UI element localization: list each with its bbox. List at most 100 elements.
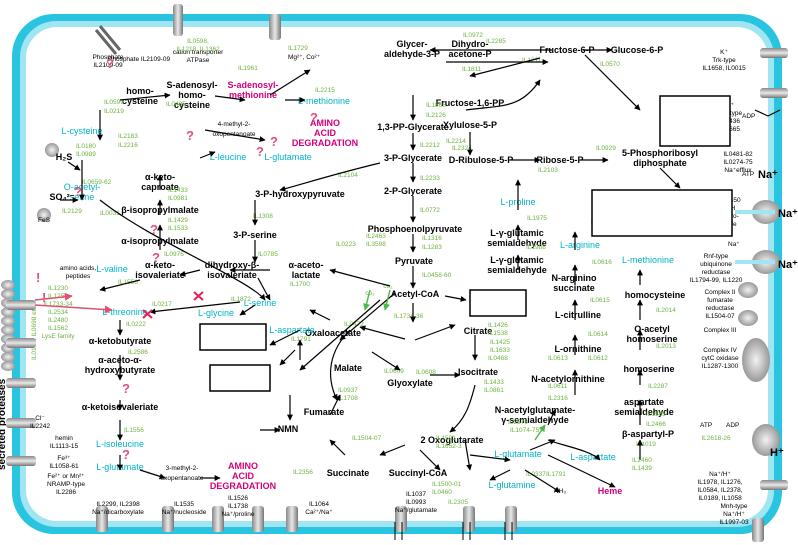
gene-label-g47: IL1872 xyxy=(231,296,251,303)
na-out-1: Na⁺ xyxy=(758,169,778,181)
compound-l-glutamate-bottom: L-glutamate xyxy=(494,449,542,459)
gene-label-g52: IL1426 xyxy=(488,322,508,329)
na-out-rnf: Na⁺ xyxy=(778,259,798,271)
compound-dihydroxyacetone-p: Dihydro-acetone-P xyxy=(448,39,491,59)
question-mark-7: ? xyxy=(122,381,130,396)
compound-pp-glycerate: 1,3-PP-Glycerate xyxy=(377,122,449,132)
compound-l-aspartate2: L-aspartate xyxy=(570,452,616,462)
compound-homocysteine: homo-cysteine xyxy=(122,86,158,106)
gene-label-g78: IL0616 xyxy=(592,259,612,266)
compound-l-citrulline: L-citrulline xyxy=(555,310,601,320)
gene-label-g14: IL2104 xyxy=(338,172,358,179)
compound-p3-hydroxypyruvate: 3-P-hydroxypyruvate xyxy=(255,189,345,199)
gene-label-g6: IL1865 xyxy=(426,102,446,109)
gene-label-g7: IL2126 xyxy=(426,112,446,119)
gene-label-g70: IL0337 xyxy=(526,471,546,478)
compound-pep: Phosphoenolpyruvate xyxy=(368,224,463,234)
compound-oxoglutarate: 2 Oxoglutarate xyxy=(420,435,483,445)
gene-label-g9: IL2324 xyxy=(452,145,472,152)
transport-arrows xyxy=(394,109,781,540)
na-out-2: Na⁺ xyxy=(728,241,740,248)
question-mark-8: ? xyxy=(122,447,130,462)
gene-label-g62: IL0861 xyxy=(484,387,504,394)
compound-homoserine: homoserine xyxy=(623,364,674,374)
h-plus: H⁺ xyxy=(770,447,784,459)
aromatic-box xyxy=(659,95,731,147)
question-marks: ??????????!! xyxy=(36,56,318,462)
gene-label-g81: IL0613 xyxy=(548,355,568,362)
gene-label-g46: IL0222 xyxy=(126,321,146,328)
question-mark-0: ? xyxy=(106,56,114,71)
compound-p3-serine: 3-P-serine xyxy=(233,230,277,240)
transporter-icons xyxy=(6,4,788,542)
compound-alpha-ketoisovaleriate: α-keto-isovaleriate xyxy=(135,260,185,280)
gene-label-g48: IL2586 xyxy=(128,349,148,356)
gene-label-g29: IL0599 xyxy=(104,99,124,106)
compound-methyl-oxopentanoate2: 3-methyl-2-oxopentanoate xyxy=(160,465,203,482)
gene-label-g27: IL1961 xyxy=(238,65,258,72)
gene-label-g4: IL0570 xyxy=(600,61,620,68)
compound-citrate: Citrate xyxy=(464,326,493,336)
gene-label-g71: IL1791 xyxy=(546,471,566,478)
gene-label-g73: IL2460 xyxy=(632,457,652,464)
gene-label-g87: IL2013 xyxy=(656,343,676,350)
gene-label-g75: IL1586 xyxy=(646,411,666,418)
gene-label-g74: IL1439 xyxy=(632,465,652,472)
gene-label-g88: IL2287 xyxy=(648,383,668,390)
compound-l-isoleucine: L-isoleucine xyxy=(96,439,144,449)
gene-label-g32: IL2216 xyxy=(118,142,138,149)
gene-label-g84: IL2316 xyxy=(548,395,568,402)
compound-fumarate: Fumarate xyxy=(304,407,345,417)
gene-label-g20: IL2463 xyxy=(366,233,386,240)
gene-label-g36: IL2129 xyxy=(62,208,82,215)
gene-label-g45: IL0217 xyxy=(152,301,172,308)
gene-label-g15: IL0772 xyxy=(420,207,440,214)
compound-pyruvate: Pyruvate xyxy=(395,256,433,266)
question-mark-5: ? xyxy=(270,134,278,149)
gene-label-g28: IL2215 xyxy=(315,87,335,94)
compound-beta-aspartyl-p: β-aspartyl-P xyxy=(622,429,674,439)
gene-label-g86: IL1591 xyxy=(436,435,456,442)
cobalamine-box xyxy=(209,364,271,392)
question-mark-1: ? xyxy=(74,184,82,199)
gene-label-g85: IL1734-36 xyxy=(394,313,424,320)
gene-label-g12: IL0929 xyxy=(596,145,616,152)
gene-label-g34: IL0989 xyxy=(76,151,96,158)
nh3_il-label: IL2305 xyxy=(448,499,468,506)
gene-label-g44: IL1700 xyxy=(290,281,310,288)
gene-label-g19: IL0785 xyxy=(258,251,278,258)
question-mark-4: ? xyxy=(256,144,264,159)
cl-label: Cl⁻IL2242 xyxy=(30,415,50,430)
gene-label-g53: IL1538 xyxy=(488,330,508,337)
gene-label-g57: IL0609 xyxy=(384,368,404,375)
compound-l-methionine2: L-methionine xyxy=(622,255,674,265)
fe3-label: Fe³⁺IL1058-61 xyxy=(49,455,79,470)
compound-l-ornithine: L-ornithine xyxy=(555,344,602,354)
gene-label-g26: IL0485 xyxy=(166,101,186,108)
gene-label-g24: IL1975 xyxy=(527,215,547,222)
compound-l-glycine: L-glycine xyxy=(198,308,234,318)
compound-l-glutamine: L-glutamine xyxy=(488,480,535,490)
gene-label-g40: IL1429 xyxy=(168,217,188,224)
gene-label-g68: IL1074-75 xyxy=(510,427,540,434)
uptake-arrows xyxy=(34,292,113,314)
gene-label-g51: IL0472 xyxy=(344,321,364,328)
compound-glucose-6p: Glucose-6-P xyxy=(611,45,664,55)
gene-label-g22: IL0223 xyxy=(336,241,356,248)
gene-label-g79: IL0615 xyxy=(590,297,610,304)
compound-s-adenosyl-homocysteine: S-adenosyl-homo-cysteine xyxy=(166,80,217,110)
fatty-acids-box xyxy=(469,289,527,317)
gene-label-g58: IL0608 xyxy=(416,369,436,376)
pantothenate-box xyxy=(199,323,267,351)
gene-label-g69: IL2356 xyxy=(293,469,313,476)
compound-n-acetylglutamate: N-acetylglutamate-γ-semialdehyde xyxy=(495,405,576,425)
question-mark-9: ? xyxy=(152,250,160,265)
